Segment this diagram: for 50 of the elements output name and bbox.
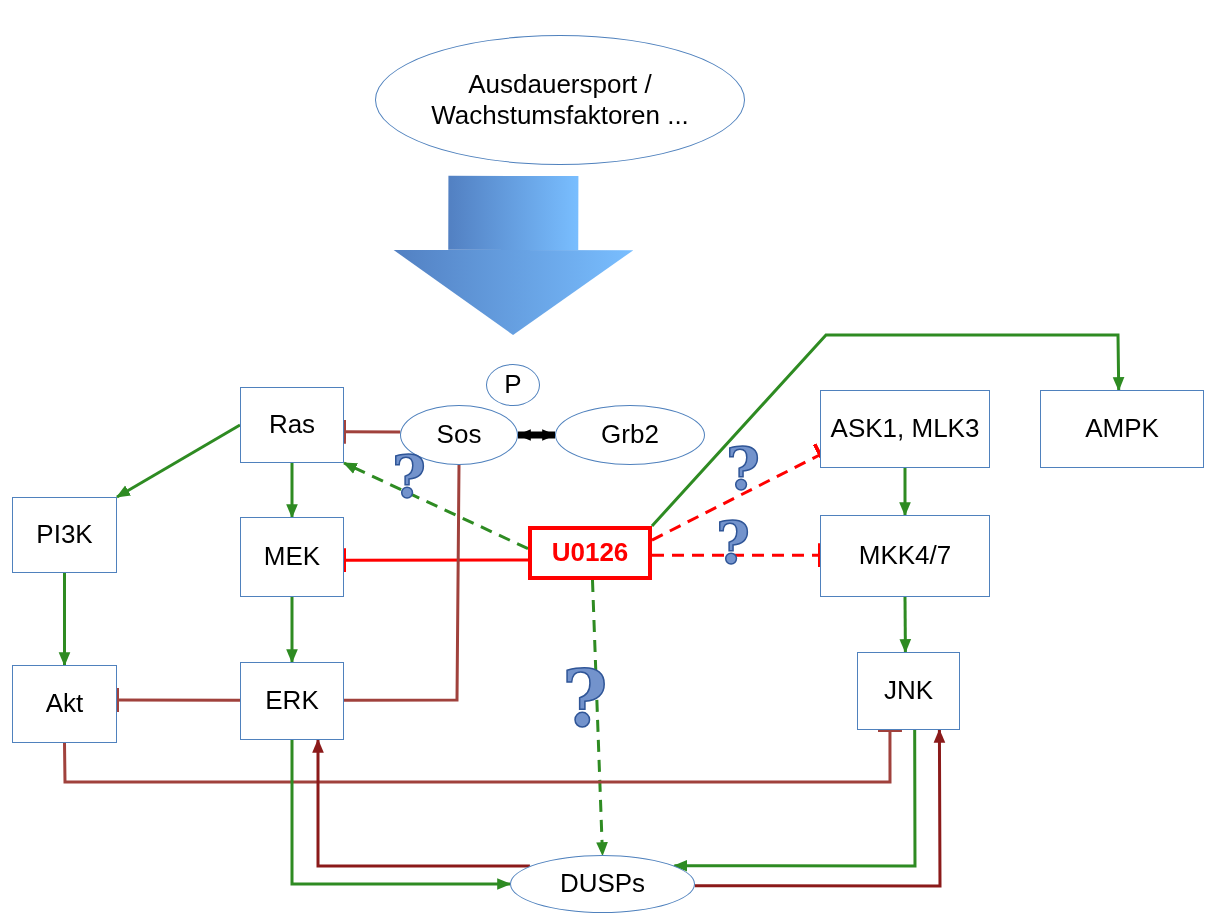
node-label: P [504,369,522,401]
protein-box [240,517,344,597]
question-mark: ? [392,448,426,506]
node-label: Akt [45,688,84,720]
arrow [342,461,529,551]
arrow [58,573,71,667]
ellipse-node [486,364,540,406]
node-label: Ausdauersport / Wachstumsfaktoren ... [430,68,690,132]
arrow [591,579,608,857]
connector-line [344,465,461,702]
inhibition-line [652,543,822,568]
node-label: AMPK [1085,413,1159,445]
protein-box [820,390,990,468]
node-label: JNK [883,675,934,707]
node-label: Ras [268,409,316,441]
protein-box [857,652,960,730]
node-label: MKK4/7 [858,540,952,572]
protein-box [820,515,990,597]
arrow [694,728,946,888]
protein-box [1040,390,1204,468]
arrow [650,333,1125,527]
inhibition-line [63,728,902,784]
arrow [899,468,911,517]
protein-box [12,497,117,573]
node-label: ERK [265,685,319,717]
question-mark: ? [562,660,608,738]
node-label: Grb2 [601,419,659,451]
protein-box [12,665,117,743]
arrow [516,429,557,441]
arrow [286,597,298,664]
question-mark: ? [716,514,750,572]
arrow [312,738,530,868]
arrow [290,740,512,890]
node-label: MEK [263,541,321,573]
arrow [286,463,298,519]
inhibition-line [115,688,240,713]
inhibitor-box [528,526,652,580]
protein-box [240,387,344,463]
node-label: DUSPs [559,868,646,900]
inhibition-line [341,419,401,444]
question-mark: ? [726,440,760,498]
arrow [116,423,241,499]
protein-box [240,662,344,740]
arrow [899,597,912,654]
inhibition-line [342,548,528,573]
node-label: Sos [436,419,482,451]
arrow [673,730,917,872]
node-label: ASK1, MLK3 [830,413,980,445]
node-label: PI3K [36,519,93,551]
node-label: U0126 [551,537,629,569]
